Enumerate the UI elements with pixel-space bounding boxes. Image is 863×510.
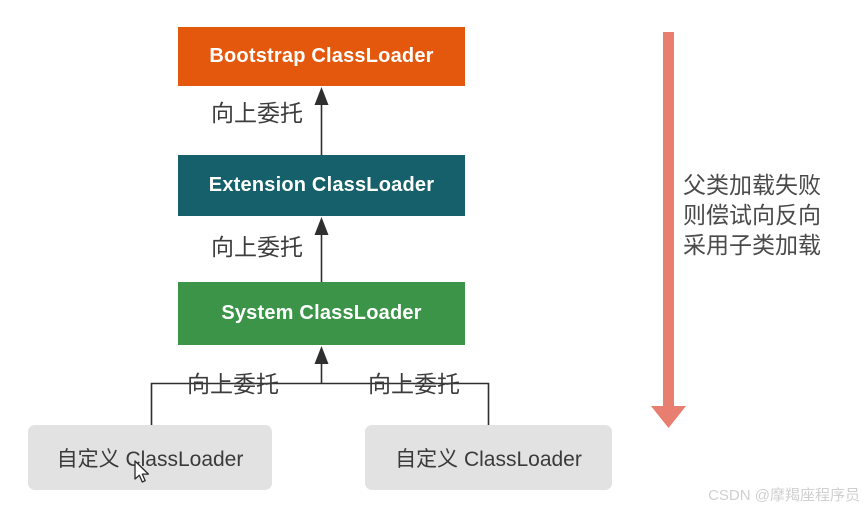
failure-fallback-note: 父类加载失败 则偿试向反向 采用子类加载 xyxy=(683,170,821,260)
node-extension-classloader: Extension ClassLoader xyxy=(178,155,465,216)
node-label: System ClassLoader xyxy=(221,302,422,324)
node-system-classloader: System ClassLoader xyxy=(178,282,465,345)
node-label: Extension ClassLoader xyxy=(208,174,435,196)
failure-direction-arrowhead-down-icon xyxy=(651,406,686,428)
failure-direction-arrow-shaft xyxy=(663,32,674,407)
node-label: 自定义 ClassLoader xyxy=(56,447,244,471)
arrowhead-up-icon xyxy=(314,217,329,235)
node-label: 自定义 ClassLoader xyxy=(395,447,582,471)
mouse-cursor-icon xyxy=(134,460,150,483)
arrowhead-up-icon xyxy=(314,346,329,364)
delegate-up-label-4: 向上委托 xyxy=(368,371,460,397)
csdn-watermark: CSDN @摩羯座程序员 xyxy=(708,487,860,504)
delegate-up-label-3: 向上委托 xyxy=(187,371,279,397)
delegate-up-label-2: 向上委托 xyxy=(211,234,303,260)
delegate-up-label-1: 向上委托 xyxy=(211,100,303,126)
note-line-3: 采用子类加载 xyxy=(683,232,821,258)
arrowhead-up-icon xyxy=(314,87,329,105)
node-bootstrap-classloader: Bootstrap ClassLoader xyxy=(178,27,465,86)
note-line-1: 父类加载失败 xyxy=(683,172,821,198)
note-line-2: 则偿试向反向 xyxy=(683,202,821,228)
node-custom-classloader-right: 自定义 ClassLoader xyxy=(365,425,612,490)
node-label: Bootstrap ClassLoader xyxy=(209,45,434,67)
node-custom-classloader-left: 自定义 ClassLoader xyxy=(28,425,272,490)
